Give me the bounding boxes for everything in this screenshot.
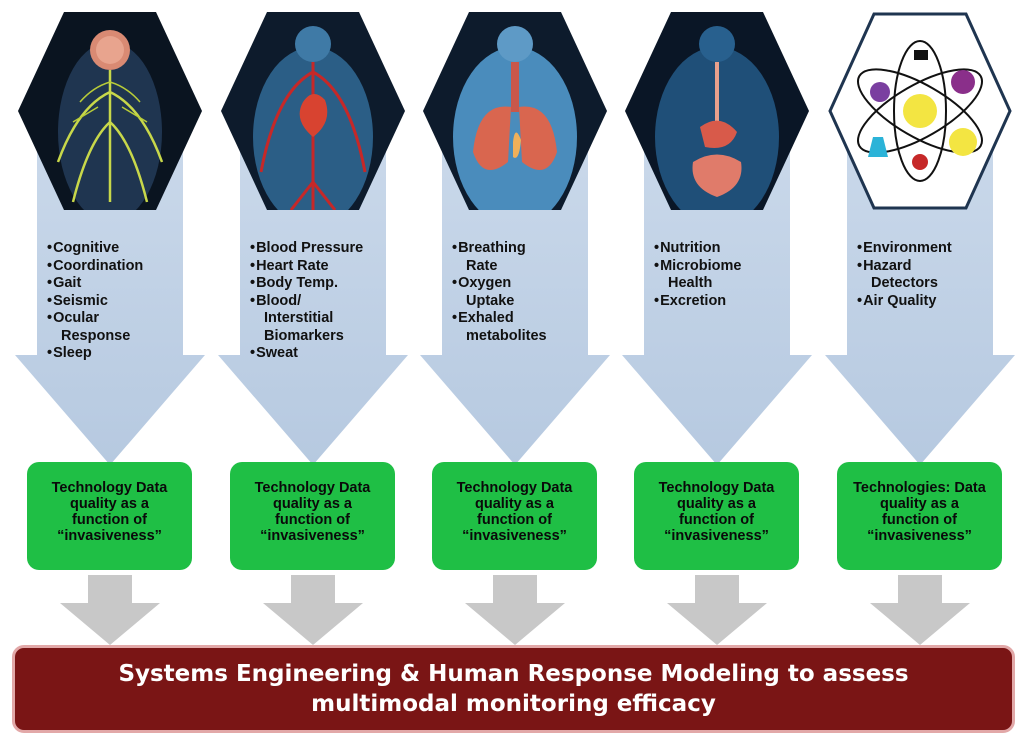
param-item: Breathing <box>452 240 602 258</box>
down-arrow-shape <box>420 150 610 465</box>
technology-box: Technology Data quality as a function of… <box>27 462 192 570</box>
column-nervous: Cognitive Coordination Gait Seismic Ocul… <box>15 0 205 650</box>
gray-down-arrow <box>667 575 767 645</box>
param-item-continuation: Health <box>668 275 713 291</box>
param-item-continuation: Interstitial <box>264 310 334 326</box>
param-item-continuation: Detectors <box>871 275 938 291</box>
param-item: Coordination <box>47 258 197 276</box>
param-item: Nutrition <box>654 240 804 258</box>
nervous-system-image <box>18 12 202 210</box>
param-item-continuation: Rate <box>466 257 498 274</box>
param-item-continuation: Response <box>61 327 131 344</box>
param-item-continuation: Biomarkers <box>264 327 344 344</box>
param-item: Gait <box>47 275 197 293</box>
gray-down-arrow <box>60 575 160 645</box>
param-item-continuation: metabolites <box>466 327 547 344</box>
column-environment: Environment Hazard Detectors Air Quality… <box>825 0 1015 650</box>
param-item: Blood Pressure <box>250 240 400 258</box>
param-item: Excretion <box>654 293 804 311</box>
cardiovascular-image <box>221 12 405 210</box>
technology-box: Technology Data quality as a function of… <box>634 462 799 570</box>
params-list: Breathing Rate Oxygen Uptake Exhaled met… <box>452 240 602 345</box>
param-item: Exhaled <box>452 310 602 328</box>
params-list: Blood Pressure Heart Rate Body Temp. Blo… <box>250 240 400 363</box>
param-item: Blood/ <box>250 293 400 311</box>
gray-down-arrow <box>465 575 565 645</box>
summary-banner: Systems Engineering & Human Response Mod… <box>12 645 1015 733</box>
technology-box: Technology Data quality as a function of… <box>432 462 597 570</box>
param-item: Ocular <box>47 310 197 328</box>
lungs-image <box>423 12 607 210</box>
column-digestive: Nutrition Microbiome Health Excretion Te… <box>622 0 812 650</box>
param-item: Sweat <box>250 345 400 363</box>
gray-down-arrow <box>263 575 363 645</box>
column-cardio: Blood Pressure Heart Rate Body Temp. Blo… <box>218 0 408 650</box>
param-item: Air Quality <box>857 293 1007 311</box>
param-item: Cognitive <box>47 240 197 258</box>
param-item: Environment <box>857 240 1007 258</box>
params-list: Environment Hazard Detectors Air Quality <box>857 240 1007 310</box>
params-list: Nutrition Microbiome Health Excretion <box>654 240 804 310</box>
param-item: Sleep <box>47 345 197 363</box>
column-respiratory: Breathing Rate Oxygen Uptake Exhaled met… <box>420 0 610 650</box>
params-list: Cognitive Coordination Gait Seismic Ocul… <box>47 240 197 363</box>
param-item-continuation: Uptake <box>466 292 515 309</box>
param-item: Heart Rate <box>250 258 400 276</box>
technology-box: Technologies: Data quality as a function… <box>837 462 1002 570</box>
param-item: Seismic <box>47 293 197 311</box>
param-item: Oxygen <box>452 275 602 293</box>
digestive-image <box>625 12 809 210</box>
hazard-atom-icon <box>828 12 1012 210</box>
technology-box: Technology Data quality as a function of… <box>230 462 395 570</box>
param-item: Microbiome <box>654 258 804 276</box>
gray-down-arrow <box>870 575 970 645</box>
param-item: Hazard <box>857 258 1007 276</box>
param-item: Body Temp. <box>250 275 400 293</box>
